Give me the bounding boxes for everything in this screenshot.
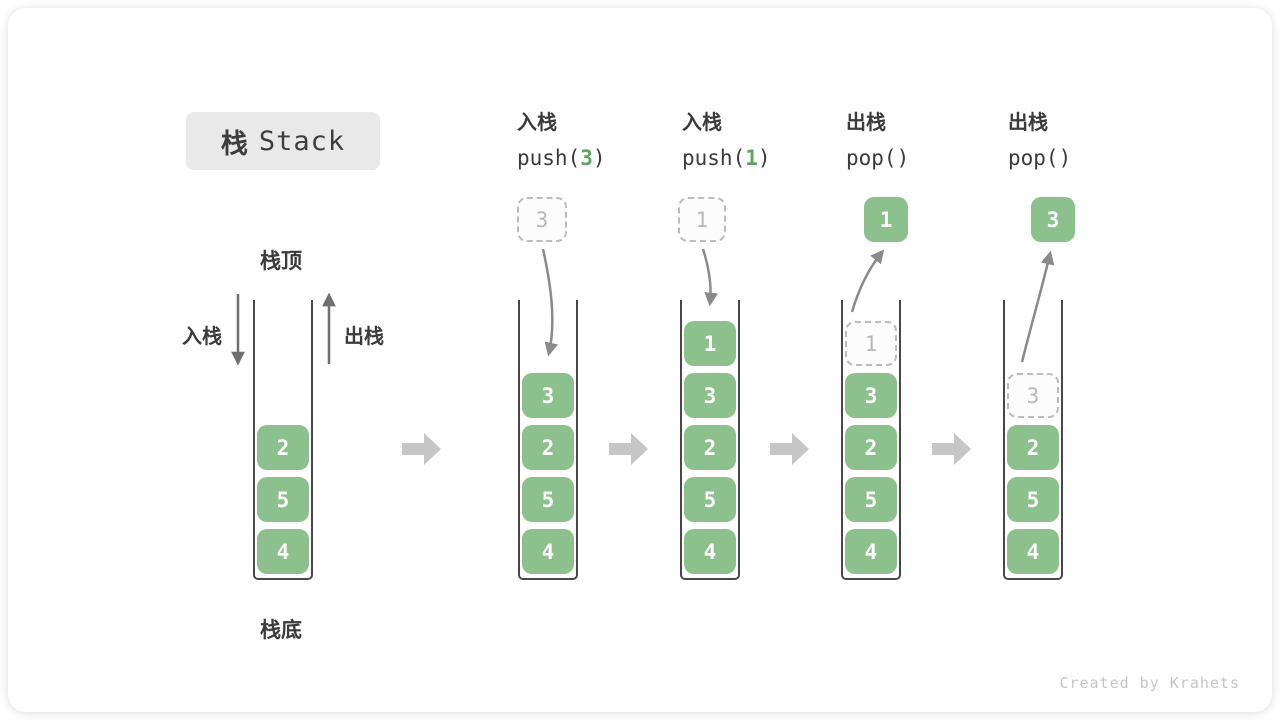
pop3-arrow-icon (1020, 250, 1055, 363)
stack-container-pop1: 1 3 2 5 4 (841, 300, 901, 580)
stack-cell-ghost: 1 (845, 321, 897, 366)
op-arg: 3 (580, 146, 593, 170)
popped-element-1: 1 (864, 197, 908, 242)
stack-cell: 3 (522, 373, 574, 418)
stack-container-pop3: 3 2 5 4 (1003, 300, 1063, 580)
op-action-label: 入栈 (517, 110, 557, 134)
op-code-label: push(1) (682, 146, 771, 170)
op-action-label: 出栈 (846, 110, 886, 134)
op-header-push1: 入栈 push(1) (682, 106, 771, 170)
push3-arrow-icon (541, 248, 558, 357)
stack-cell-ghost: 3 (1007, 373, 1059, 418)
watermark: Created by Krahets (1059, 674, 1240, 692)
stack-cell: 5 (684, 477, 736, 522)
stack-cell: 1 (684, 321, 736, 366)
stack-container-initial: 2 5 4 (253, 300, 313, 580)
stack-cell: 2 (257, 425, 309, 470)
op-code-label: push(3) (517, 146, 606, 170)
stack-cell: 4 (257, 529, 309, 574)
stack-cell: 5 (1007, 477, 1059, 522)
stack-cell: 4 (522, 529, 574, 574)
stack-cell: 3 (684, 373, 736, 418)
stack-cell: 2 (522, 425, 574, 470)
title-en: Stack (258, 125, 346, 157)
op-code-label: pop() (846, 146, 910, 170)
stack-cell: 5 (522, 477, 574, 522)
stage-transition-arrow-icon (609, 433, 648, 465)
stack-pile: 1 3 2 5 4 (682, 321, 738, 574)
stack-cell: 3 (845, 373, 897, 418)
stack-cell: 4 (684, 529, 736, 574)
stack-container-push1: 1 3 2 5 4 (680, 300, 740, 580)
op-header-push3: 入栈 push(3) (517, 106, 606, 170)
floating-element-push3: 3 (517, 197, 567, 242)
popped-element-3: 3 (1031, 197, 1075, 242)
stack-cell: 2 (1007, 425, 1059, 470)
stack-cell: 2 (845, 425, 897, 470)
title-zh: 栈 (220, 128, 249, 160)
stack-pile: 3 2 5 4 (1005, 373, 1061, 574)
op-header-pop1: 出栈 pop() (846, 106, 909, 170)
stack-cell: 2 (684, 425, 736, 470)
stack-cell: 5 (845, 477, 897, 522)
stack-pile: 3 2 5 4 (520, 373, 576, 574)
title-box: 栈 Stack (186, 112, 380, 170)
push-side-label: 入栈 (182, 324, 222, 348)
stage-transition-arrow-icon (402, 433, 441, 465)
op-action-label: 出栈 (1008, 110, 1048, 134)
stack-cell: 4 (1007, 529, 1059, 574)
pop-side-label: 出栈 (344, 324, 384, 348)
stack-cell: 5 (257, 477, 309, 522)
op-action-label: 入栈 (682, 110, 722, 134)
stack-pile: 2 5 4 (255, 425, 311, 574)
floating-element-push1: 1 (678, 197, 726, 242)
stage-transition-arrow-icon (770, 433, 809, 465)
pop1-arrow-icon (850, 249, 885, 313)
stack-pile: 1 3 2 5 4 (843, 321, 899, 574)
stack-container-push3: 3 2 5 4 (518, 300, 578, 580)
op-code-label: pop() (1008, 146, 1072, 170)
push1-arrow-icon (701, 248, 719, 307)
stack-top-label: 栈顶 (260, 249, 302, 273)
stack-bottom-label: 栈底 (260, 618, 302, 642)
op-arg: 1 (745, 146, 758, 170)
stage-transition-arrow-icon (932, 433, 971, 465)
op-header-pop3: 出栈 pop() (1008, 106, 1071, 170)
stack-cell: 4 (845, 529, 897, 574)
